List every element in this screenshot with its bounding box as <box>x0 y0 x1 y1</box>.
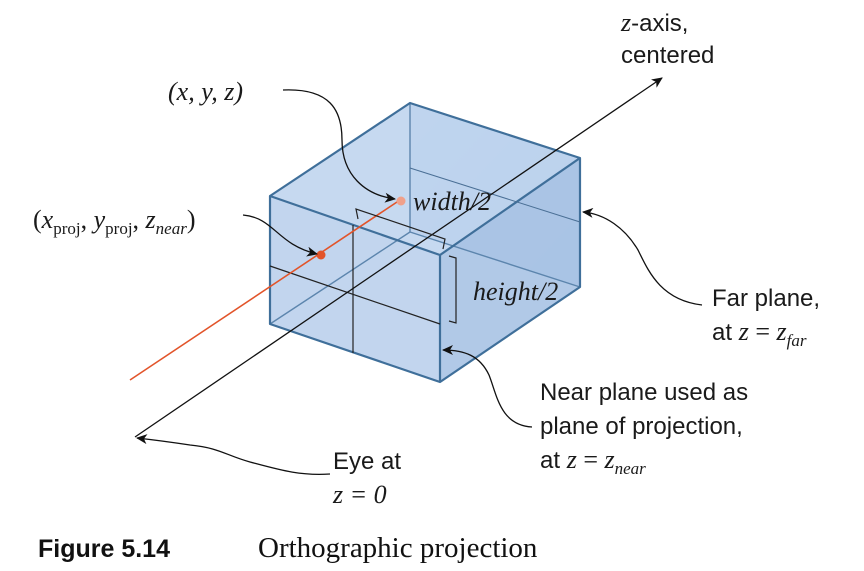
near-plane-horizontal-axis <box>269 265 441 325</box>
eye-label-line2: z = 0 <box>332 480 387 509</box>
height-half-bracket <box>448 255 457 324</box>
projection-ray <box>129 199 401 381</box>
box-top-face <box>270 103 580 255</box>
height-half-label: height/2 <box>473 277 558 306</box>
near-plane-label-line1: Near plane used as <box>540 379 748 406</box>
far-plane-equation: at z = zfar <box>712 317 807 350</box>
projected-point-label: (xproj, yproj, znear) <box>33 205 196 238</box>
far-plane-leader <box>582 207 703 306</box>
figure-number: Figure 5.14 <box>38 535 170 563</box>
near-plane-leader <box>442 345 533 428</box>
near-plane-equation: at z = znear <box>540 445 646 478</box>
box-front-face <box>270 196 440 382</box>
viewing-volume-box <box>268 101 582 384</box>
far-plane-label: Far plane, <box>712 285 820 312</box>
z-axis-label-line2: centered <box>621 42 714 69</box>
eye-leader <box>136 434 331 476</box>
box-hidden-edge-bottom-back <box>409 231 581 288</box>
z-axis-label: z-axis, <box>620 8 688 37</box>
near-plane-label-line2: plane of projection, <box>540 413 743 440</box>
box-hidden-edge-bottom-left <box>269 231 411 325</box>
z-axis-line <box>134 77 663 438</box>
eye-label-line1: Eye at <box>333 448 401 475</box>
point-proj-leader <box>242 214 318 257</box>
width-half-bracket <box>355 208 446 250</box>
box-right-face <box>440 158 580 382</box>
far-plane-horizontal-axis <box>409 167 581 223</box>
original-point <box>396 196 406 206</box>
point-xyz-leader <box>282 89 396 203</box>
figure-title: Orthographic projection <box>258 532 538 564</box>
point-xyz-label: (x, y, z) <box>168 77 243 106</box>
projected-point <box>316 250 326 260</box>
width-half-label: width/2 <box>413 187 491 216</box>
